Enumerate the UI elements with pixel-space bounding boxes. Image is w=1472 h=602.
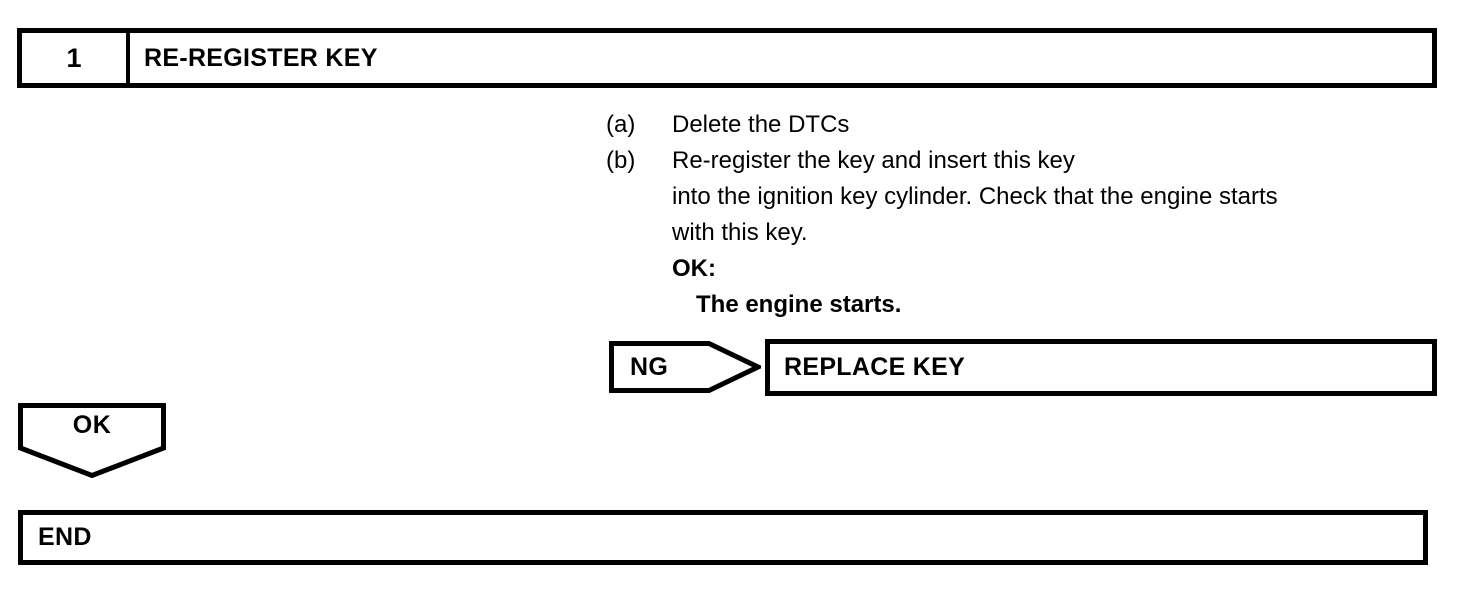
- step-number: 1: [22, 33, 130, 83]
- instruction-text-b: Re-register the key and insert this key: [672, 147, 1075, 174]
- ok-branch-label: OK: [72, 411, 112, 439]
- end-box: END: [18, 510, 1428, 565]
- ng-branch-arrow: NG: [609, 341, 761, 393]
- step-title: RE-REGISTER KEY: [144, 43, 378, 72]
- ok-pentagon-shape: [18, 403, 166, 478]
- step-header-box: 1 RE-REGISTER KEY: [17, 28, 1437, 88]
- ng-branch-label: NG: [630, 352, 669, 381]
- instruction-continuation-line-1: into the ignition key cylinder. Check th…: [672, 183, 1278, 210]
- ok-criteria-result: The engine starts.: [696, 291, 902, 318]
- replace-key-box: REPLACE KEY: [765, 339, 1437, 396]
- instruction-text-a: Delete the DTCs: [672, 111, 850, 138]
- instruction-block: (a) Delete the DTCs (b) Re-register the …: [606, 107, 1446, 323]
- instruction-marker-b: (b): [606, 147, 636, 174]
- ng-arrow-shape: [609, 341, 761, 393]
- ok-branch-pentagon: OK: [18, 403, 166, 478]
- instruction-item-a: (a) Delete the DTCs: [606, 107, 1446, 143]
- instruction-continuation-line-2: with this key.: [672, 219, 808, 246]
- instruction-marker-a: (a): [606, 111, 636, 138]
- ok-criteria-label: OK:: [672, 255, 716, 282]
- instruction-item-b: (b) Re-register the key and insert this …: [606, 143, 1446, 179]
